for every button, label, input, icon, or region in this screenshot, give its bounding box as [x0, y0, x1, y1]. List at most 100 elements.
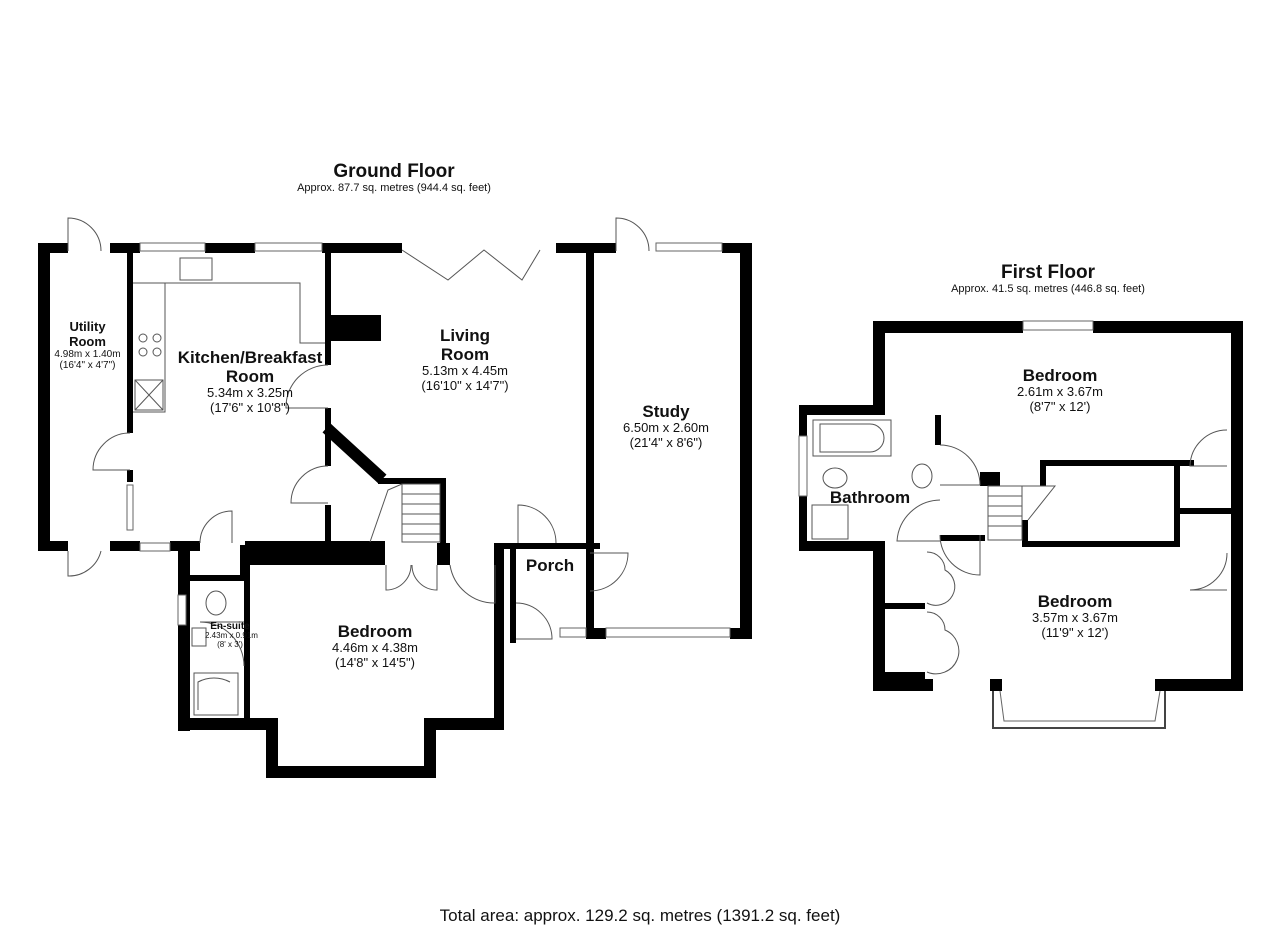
toilet-icon: [205, 590, 227, 616]
door: [199, 621, 245, 667]
staircase-icon: [369, 483, 441, 543]
first-bedroom-bottom-dim-m: 3.57m x 3.67m: [1032, 610, 1118, 626]
ground-bedroom-label: Bedroom 4.46m x 4.38m (14'8" x 14'5"): [300, 622, 450, 670]
wall: [1231, 321, 1243, 691]
hob-icon: [138, 333, 148, 343]
wall: [510, 543, 516, 643]
window: [177, 594, 187, 626]
living-room-dim-ft: (16'10" x 14'7"): [421, 377, 509, 393]
bay-window: [999, 690, 1161, 722]
ground-bedroom-dim-ft: (14'8" x 14'5"): [335, 654, 415, 670]
wall: [873, 321, 1023, 333]
door: [92, 432, 131, 471]
door: [896, 499, 941, 542]
wall: [1040, 460, 1180, 466]
wall: [1040, 460, 1046, 486]
ground-bedroom-name: Bedroom: [337, 622, 413, 641]
wall: [38, 541, 68, 551]
ensuite-dim-m: 2.43m x 0.91m: [205, 631, 258, 641]
wall: [799, 405, 885, 415]
first-floor-title: First Floor: [1001, 262, 1095, 283]
wall: [110, 541, 140, 551]
utility-room-dim-ft: (16'4" x 4'7"): [59, 360, 116, 372]
wall: [437, 543, 450, 565]
door: [385, 564, 412, 591]
living-room-name: Living: [439, 326, 491, 345]
living-room-name: Room: [440, 345, 490, 365]
ground-floor-title: Ground Floor: [333, 161, 455, 182]
wall: [1022, 541, 1180, 547]
basin-icon: [911, 463, 933, 489]
hob-icon: [152, 333, 162, 343]
wall: [586, 253, 594, 543]
ensuite-label: En-suite 2.43m x 0.91m (8' x 3'): [205, 621, 258, 650]
ground-bedroom-dim-m: 4.46m x 4.38m: [332, 640, 418, 656]
wall: [556, 243, 616, 253]
wall: [127, 253, 133, 433]
living-room-dim-m: 5.13m x 4.45m: [422, 363, 508, 379]
wall: [740, 243, 752, 639]
wall: [110, 243, 140, 253]
sink-icon: [179, 257, 213, 281]
appliance-icon: [134, 379, 164, 411]
hob-icon: [138, 347, 148, 357]
door: [67, 217, 102, 252]
wall: [127, 470, 133, 482]
ensuite-dim-ft: (8' x 3'): [217, 640, 243, 650]
bay-window: [992, 691, 1166, 729]
ensuite-name: En-suite: [210, 621, 250, 632]
door: [515, 602, 553, 640]
wall: [424, 718, 436, 778]
wall: [1180, 460, 1194, 466]
kitchen-dim-ft: (17'6" x 10'8"): [210, 399, 290, 415]
wall: [873, 541, 885, 691]
wall: [331, 315, 381, 341]
wall: [178, 718, 278, 730]
wall: [885, 672, 925, 679]
bifold-door: [401, 249, 541, 281]
wall: [245, 541, 385, 565]
utility-room-name: Utility: [69, 319, 106, 334]
door: [290, 465, 329, 504]
first-floor-heading: First Floor Approx. 41.5 sq. metres (446…: [938, 262, 1158, 296]
wall: [873, 321, 885, 411]
shower-tray-icon: [811, 504, 849, 540]
ground-floor-heading: Ground Floor Approx. 87.7 sq. metres (94…: [294, 161, 494, 195]
wall: [940, 535, 985, 541]
bathroom-name: Bathroom: [829, 488, 911, 507]
total-area: Total area: approx. 129.2 sq. metres (13…: [439, 906, 841, 925]
kitchen-dim-m: 5.34m x 3.25m: [207, 385, 293, 401]
wall: [500, 543, 600, 549]
door: [926, 611, 960, 675]
porch-label: Porch: [515, 556, 585, 575]
wall: [244, 565, 250, 718]
window: [254, 242, 323, 252]
hob-icon: [152, 347, 162, 357]
door: [939, 534, 981, 576]
kitchen-name: Kitchen/Breakfast: [177, 348, 323, 367]
basin-icon: [191, 627, 207, 647]
shower-tray-icon: [197, 677, 231, 710]
wall: [1174, 508, 1234, 514]
first-bedroom-bottom-label: Bedroom 3.57m x 3.67m (11'9" x 12'): [1000, 592, 1150, 640]
window: [139, 542, 171, 552]
door: [67, 550, 102, 577]
wall: [266, 718, 278, 778]
first-bedroom-top-dim-m: 2.61m x 3.67m: [1017, 384, 1103, 400]
utility-room-name: Room: [69, 333, 106, 349]
wall: [494, 543, 504, 730]
wall: [594, 628, 606, 639]
staircase-icon: [987, 485, 1057, 541]
wall: [322, 243, 402, 253]
utility-room-dim-m: 4.98m x 1.40m: [54, 349, 121, 361]
ground-floor-plan: [38, 217, 752, 778]
wall: [1093, 321, 1243, 333]
window: [655, 242, 723, 252]
first-bedroom-bottom-name: Bedroom: [1037, 592, 1113, 611]
door: [285, 364, 329, 409]
wall: [378, 478, 446, 484]
first-bedroom-top-label: Bedroom 2.61m x 3.67m (8'7" x 12'): [990, 366, 1130, 414]
wall: [722, 243, 752, 253]
wall: [266, 766, 436, 778]
